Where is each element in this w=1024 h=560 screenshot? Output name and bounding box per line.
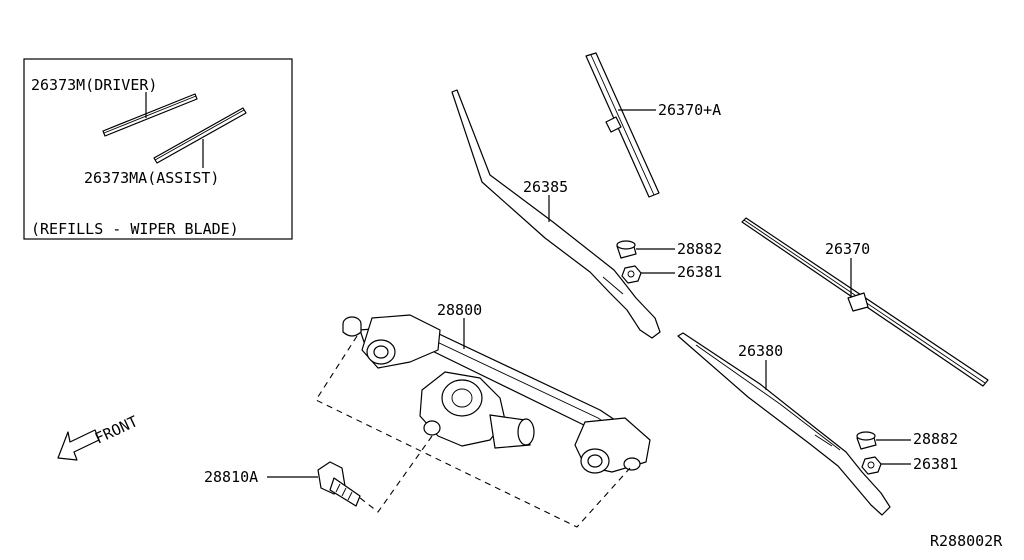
mounting-bolt: 28810A (204, 461, 361, 507)
mounting-dash-outline (315, 335, 631, 528)
label-28882-lower: 28882 (913, 430, 958, 448)
assist-wiper-arm: 26385 (451, 89, 661, 339)
lower-arm-nut: 26381 (861, 455, 958, 475)
label-26370-plus-a: 26370+A (658, 101, 721, 119)
label-28810a: 28810A (204, 468, 258, 486)
inset-frame (23, 58, 293, 240)
front-label: FRONT (92, 412, 141, 447)
wiper-linkage-motor: 28800 (342, 301, 651, 474)
label-28800: 28800 (437, 301, 482, 319)
driver-wiper-arm: 26380 (677, 332, 891, 516)
driver-wiper-blade: 26370 (741, 217, 989, 387)
label-26373m-driver: 26373M(DRIVER) (31, 76, 157, 94)
lower-arm-cap: 28882 (856, 430, 958, 450)
diagram-code: R288002R (930, 532, 1003, 550)
upper-arm-cap: 28882 (616, 240, 722, 259)
assist-refill (153, 107, 247, 168)
front-arrow-icon (57, 429, 100, 461)
label-26370: 26370 (825, 240, 870, 258)
label-26373ma-assist: 26373MA(ASSIST) (84, 169, 219, 187)
label-26380: 26380 (738, 342, 783, 360)
label-28882-upper: 28882 (677, 240, 722, 258)
front-direction-indicator: FRONT (57, 412, 141, 461)
label-26381-lower: 26381 (913, 455, 958, 473)
label-26381-upper: 26381 (677, 263, 722, 281)
driver-refill (102, 92, 198, 137)
assist-wiper-blade: 26370+A (585, 52, 721, 198)
upper-arm-nut: 26381 (621, 263, 722, 284)
inset-caption: (REFILLS - WIPER BLADE) (31, 220, 239, 238)
refills-inset: 26373M(DRIVER) 26373MA(ASSIST) (REFILLS … (23, 58, 293, 240)
label-26385: 26385 (523, 178, 568, 196)
